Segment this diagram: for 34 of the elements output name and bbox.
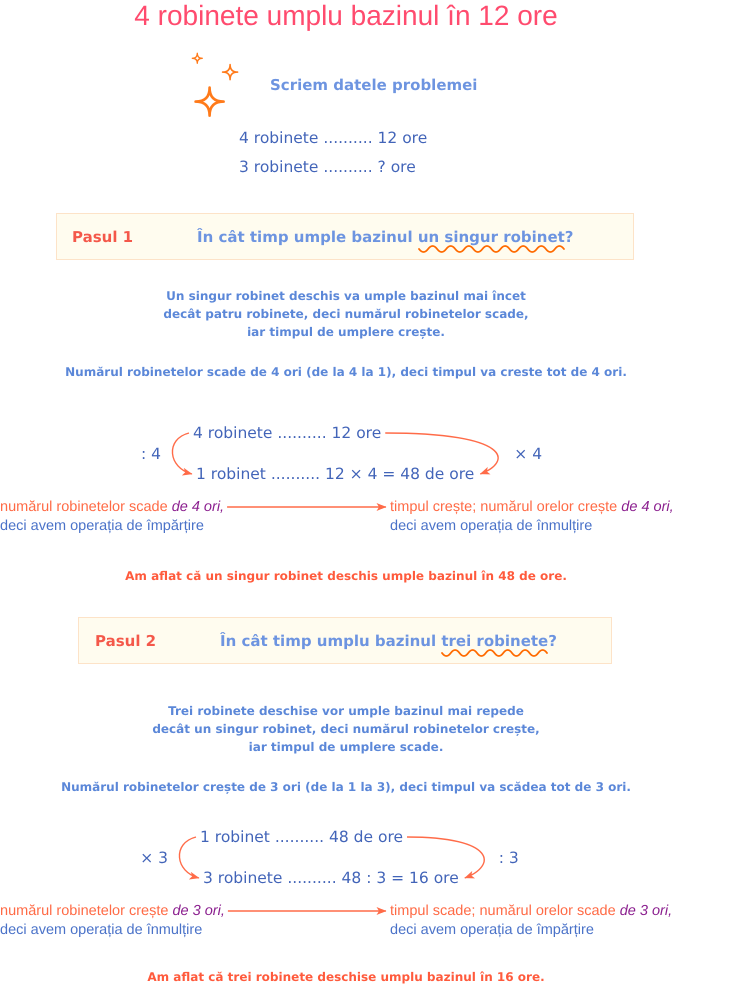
data-line: 1 robinet .......... 48 de ore	[200, 827, 404, 847]
data-line: 4 robinete .......... 12 ore	[193, 423, 382, 443]
arrow	[228, 907, 386, 915]
conclusion-text: Am aflat că trei robinete deschise umplu bazinul în 16 ore.	[147, 969, 545, 986]
edge-label: × 3	[140, 848, 168, 868]
handwritten-note: numărul robinetelor scade de 4 ori, deci avem operația de împărțire	[0, 498, 224, 536]
section-heading: Scriem datele problemei	[270, 75, 478, 95]
explanation-text: Numărul robinetelor scade de 4 ori (de la 4 la 1), deci timpul va creste tot de 4 ori.	[65, 364, 627, 381]
step-label: Pasul 1	[72, 227, 134, 247]
title: 4 robinete umplu bazinul în 12 ore	[134, 0, 558, 32]
step-question: În cât timp umple bazinul un singur robinet?	[197, 227, 574, 247]
handwritten-note: timpul crește; numărul orelor crește de 4 ori, deci avem operația de înmulțire	[390, 498, 674, 536]
handwritten-note: numărul robinetelor crește de 3 ori, deci avem operația de înmulțire	[0, 902, 225, 940]
curved-arrow	[407, 836, 485, 879]
calculation-line: 1 robinet .......... 12 × 4 = 48 de ore	[196, 464, 474, 484]
data-line: 4 robinete .......... 12 ore	[239, 128, 428, 148]
curved-arrow	[178, 836, 200, 879]
explanation-text: Numărul robinetelor crește de 3 ori (de la 1 la 3), deci timpul va scădea tot de 3 ori.	[61, 779, 631, 796]
arrow	[227, 503, 386, 511]
edge-label: × 4	[514, 444, 542, 464]
explanation-paragraph: Un singur robinet deschis va umple bazinul mai încet decât patru robinete, deci numărul robinetelor scade, iar timpul de umplere crește.	[163, 288, 529, 341]
edge-label: : 3	[498, 848, 519, 868]
curved-arrow	[172, 432, 192, 475]
data-line: 3 robinete .......... ? ore	[239, 157, 416, 177]
step-box	[78, 617, 612, 664]
calculation-line: 3 robinete .......... 48 : 3 = 16 ore	[203, 868, 459, 888]
handwritten-note: timpul scade; numărul orelor scade de 3 ori, deci avem operația de împărțire	[390, 902, 672, 940]
curved-arrow	[385, 432, 499, 475]
explanation-paragraph: Trei robinete deschise vor umple bazinul mai repede decât un singur robinet, deci numărul robinetelor crește, iar timpul de umplere scade.	[152, 703, 540, 756]
step-label: Pasul 2	[95, 631, 156, 651]
edge-label: : 4	[140, 444, 161, 464]
step-box	[56, 213, 634, 260]
step-question: În cât timp umplu bazinul trei robinete?	[220, 631, 557, 651]
conclusion-text: Am aflat că un singur robinet deschis umple bazinul în 48 de ore.	[125, 568, 567, 585]
